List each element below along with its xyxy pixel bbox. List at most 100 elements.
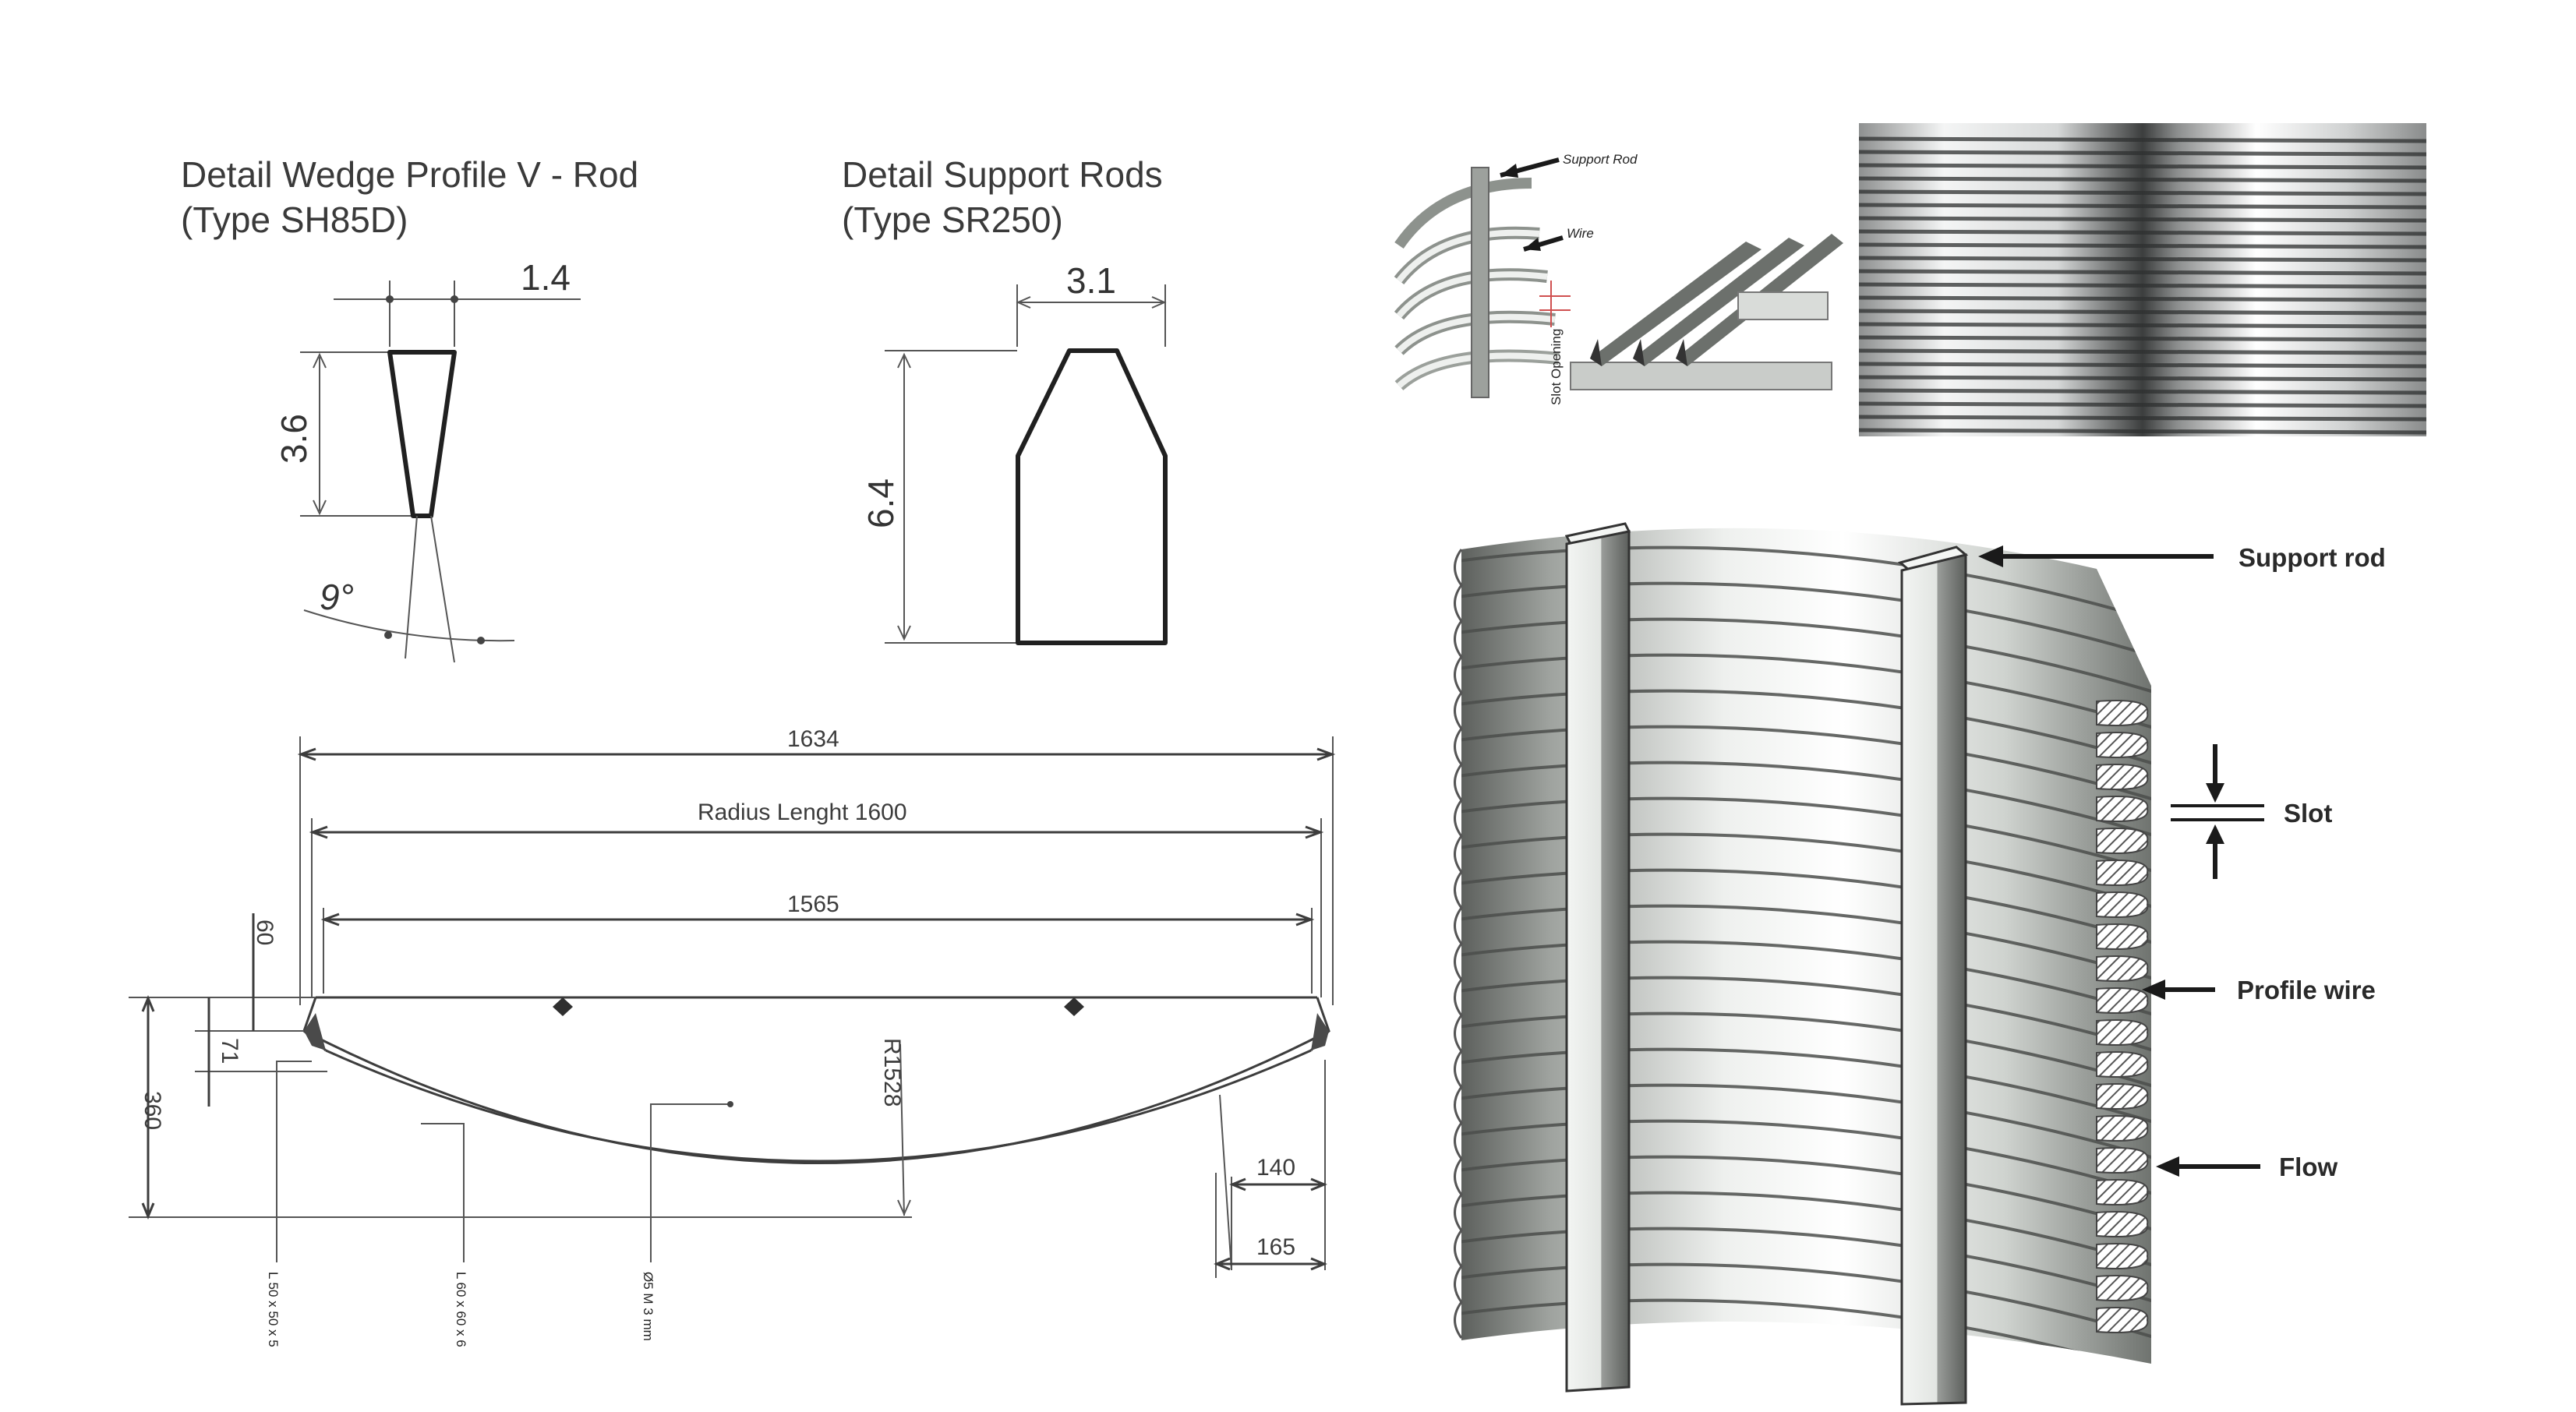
support-title-line2: (Type SR250) bbox=[842, 199, 1063, 240]
small-slot-label: Slot Opening bbox=[1549, 329, 1564, 405]
photo-slot-line bbox=[1859, 282, 2426, 289]
profile-wire-section bbox=[2096, 1115, 2149, 1142]
overall-length-dimension: 1634 bbox=[297, 726, 1336, 1005]
wedge-width-value: 1.4 bbox=[521, 257, 571, 298]
support-rod-right bbox=[1897, 545, 1969, 1406]
profile-wire-section bbox=[2096, 1019, 2149, 1046]
radius-dimension: R1528 bbox=[879, 1038, 911, 1216]
wire-line bbox=[1461, 1298, 2151, 1364]
arrow-left-icon bbox=[2142, 980, 2165, 1000]
wedge-angle-dimension: 9° bbox=[303, 515, 515, 663]
callout-1: L 50 x 50 x 5 bbox=[266, 1272, 281, 1347]
photo-slot-line bbox=[1859, 189, 2426, 196]
wire-line bbox=[1461, 904, 2151, 982]
wire-line bbox=[1461, 1083, 2151, 1161]
profile-wire-section bbox=[2096, 955, 2149, 982]
photo-slot-line bbox=[1859, 242, 2426, 249]
profile-wire-section bbox=[2096, 987, 2149, 1014]
wire-line bbox=[1461, 1155, 2151, 1233]
photo-slot-line bbox=[1859, 322, 2426, 329]
support-width-dimension: 3.1 bbox=[1016, 260, 1167, 347]
support-rod-label: Support rod bbox=[2239, 543, 2386, 572]
wire-line bbox=[1461, 1227, 2151, 1304]
photo-slot-line bbox=[1859, 309, 2426, 316]
wire-line bbox=[1461, 653, 2151, 731]
arrow-up-icon bbox=[2206, 824, 2224, 844]
wedge-height-dimension: 3.6 bbox=[274, 351, 419, 517]
wire-line bbox=[1461, 1047, 2151, 1125]
wire-line bbox=[1461, 761, 2151, 838]
photo-slot-line bbox=[1859, 401, 2426, 408]
small-flat-wires bbox=[1570, 234, 1843, 390]
small-slot-marker: Slot Opening bbox=[1539, 281, 1571, 405]
photo-slot-line bbox=[1859, 256, 2426, 263]
photo-slot-line bbox=[1859, 388, 2426, 395]
wedge-width-dimension: 1.4 bbox=[334, 257, 581, 347]
wire-line bbox=[1461, 796, 2151, 874]
dim-71-value: 71 bbox=[217, 1038, 242, 1064]
wedge-title-line2: (Type SH85D) bbox=[181, 199, 408, 240]
profile-wire-section bbox=[2096, 891, 2149, 918]
inner-length-value: 1565 bbox=[787, 891, 839, 917]
photo-slot-line bbox=[1859, 362, 2426, 369]
support-rod-left bbox=[1564, 522, 1631, 1393]
photo-slot-line bbox=[1859, 229, 2426, 236]
support-height-value: 6.4 bbox=[860, 478, 901, 528]
wire-line bbox=[1461, 545, 2151, 623]
radius-value: R1528 bbox=[879, 1038, 905, 1107]
photo-slot-line bbox=[1859, 375, 2426, 382]
profile-wire-section bbox=[2096, 1275, 2149, 1301]
arrow-left-icon bbox=[1978, 545, 2003, 567]
screen-photo bbox=[1859, 123, 2426, 436]
profile-wire-section bbox=[2096, 923, 2149, 950]
screen-label-support-rod: Support rod bbox=[1978, 543, 2386, 572]
photo-slot-line bbox=[1859, 348, 2426, 355]
inner-length-dimension: 1565 bbox=[320, 891, 1315, 994]
wire-line bbox=[1461, 581, 2151, 659]
profile-wire-section bbox=[2096, 796, 2149, 822]
screen-label-flow: Flow bbox=[2156, 1153, 2337, 1181]
photo-slot-line bbox=[1859, 295, 2426, 302]
wire-line bbox=[1461, 868, 2151, 946]
wedge-title-line1: Detail Wedge Profile V - Rod bbox=[181, 154, 638, 195]
profile-wire-section bbox=[2096, 1147, 2149, 1174]
support-rod-detail: Detail Support Rods (Type SR250) 3.1 6.4 bbox=[842, 154, 1168, 645]
photo-slot-line bbox=[1859, 203, 2426, 210]
wire-line bbox=[1461, 725, 2151, 803]
dim-360-value: 360 bbox=[140, 1091, 165, 1130]
screen-label-slot: Slot bbox=[2171, 744, 2332, 879]
support-width-value: 3.1 bbox=[1066, 260, 1116, 301]
profile-wire-section bbox=[2096, 700, 2149, 726]
photo-slot-line bbox=[1859, 415, 2426, 422]
dim-60-value: 60 bbox=[252, 920, 277, 945]
support-rod-profile bbox=[1016, 348, 1168, 645]
profile-wire-section bbox=[2096, 1211, 2149, 1237]
wedge-angle-value: 9° bbox=[320, 577, 354, 617]
wire-line bbox=[1461, 1191, 2151, 1269]
wedge-profile-detail: Detail Wedge Profile V - Rod (Type SH85D… bbox=[181, 154, 638, 663]
left-vertical-dimensions: 360 60 71 bbox=[129, 913, 912, 1220]
panel-body bbox=[302, 996, 1330, 1164]
wire-line bbox=[1461, 1262, 2151, 1340]
small-wire-diagram: Support Rod Wire Slot Opening bbox=[1394, 152, 1843, 405]
small-support-rod-label: Support Rod bbox=[1563, 152, 1638, 167]
profile-wire-section bbox=[2096, 1243, 2149, 1269]
photo-slot-line bbox=[1859, 176, 2426, 183]
profile-wire-section bbox=[2096, 1179, 2149, 1205]
screen-label-profile-wire: Profile wire bbox=[2142, 976, 2376, 1004]
arrow-left-icon bbox=[2156, 1156, 2179, 1177]
support-height-dimension: 6.4 bbox=[860, 350, 1017, 644]
wire-line bbox=[1461, 617, 2151, 695]
profile-wire-label: Profile wire bbox=[2237, 976, 2376, 1004]
wire-line bbox=[1461, 689, 2151, 767]
right-dimensions: 140 165 bbox=[1214, 1060, 1327, 1278]
dim-165-value: 165 bbox=[1256, 1234, 1295, 1260]
photo-slot-line bbox=[1859, 150, 2426, 157]
profile-wire-section bbox=[2096, 1083, 2149, 1110]
profile-wire-section bbox=[2096, 1307, 2149, 1333]
photo-slot-line bbox=[1859, 335, 2426, 342]
flow-label: Flow bbox=[2279, 1153, 2337, 1181]
wedge-wire-screen-illustration bbox=[1454, 522, 2151, 1406]
support-title-line1: Detail Support Rods bbox=[842, 154, 1163, 195]
photo-slot-line bbox=[1859, 428, 2426, 435]
